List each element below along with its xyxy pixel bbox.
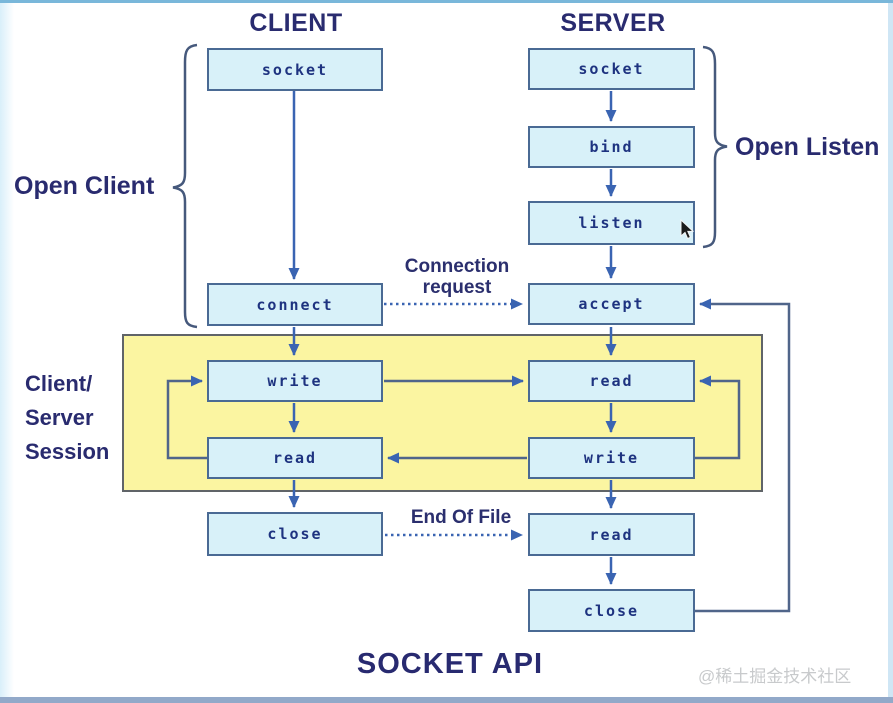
- node-server-accept: accept: [528, 283, 695, 325]
- open-listen-label: Open Listen: [735, 133, 880, 161]
- end-of-file-label: End Of File: [410, 507, 512, 528]
- node-client-socket: socket: [207, 48, 383, 91]
- session-label-line3: Session: [25, 439, 110, 464]
- connection-request-line2: request: [422, 277, 492, 298]
- node-client-write: write: [207, 360, 383, 402]
- mouse-cursor-icon: [680, 219, 695, 240]
- node-client-read: read: [207, 437, 383, 479]
- node-client-connect: connect: [207, 283, 383, 326]
- session-label-line2: Server: [25, 405, 94, 430]
- node-server-close: close: [528, 589, 695, 632]
- session-label: Client/ Server Session: [25, 367, 109, 469]
- right-edge-tint: [888, 3, 893, 697]
- open-client-brace: [172, 43, 198, 329]
- diagram-title: SOCKET API: [356, 648, 544, 680]
- node-server-read: read: [528, 360, 695, 402]
- client-column-title: CLIENT: [249, 9, 343, 37]
- left-edge-tint: [0, 3, 14, 697]
- connection-request-line1: Connection: [404, 256, 510, 277]
- server-column-title: SERVER: [560, 9, 666, 37]
- node-server-socket: socket: [528, 48, 695, 90]
- open-listen-brace: [702, 45, 728, 249]
- bottom-edge-strip: [0, 697, 893, 703]
- connection-request-label: Connection request: [378, 256, 536, 298]
- node-server-listen: listen: [528, 201, 695, 245]
- node-server-write: write: [528, 437, 695, 479]
- node-server-read2: read: [528, 513, 695, 556]
- session-label-line1: Client/: [25, 371, 93, 396]
- node-server-bind: bind: [528, 126, 695, 168]
- open-client-label: Open Client: [14, 172, 155, 200]
- node-client-close: close: [207, 512, 383, 556]
- watermark-text: @稀土掘金技术社区: [698, 667, 852, 686]
- top-edge-strip: [0, 0, 893, 3]
